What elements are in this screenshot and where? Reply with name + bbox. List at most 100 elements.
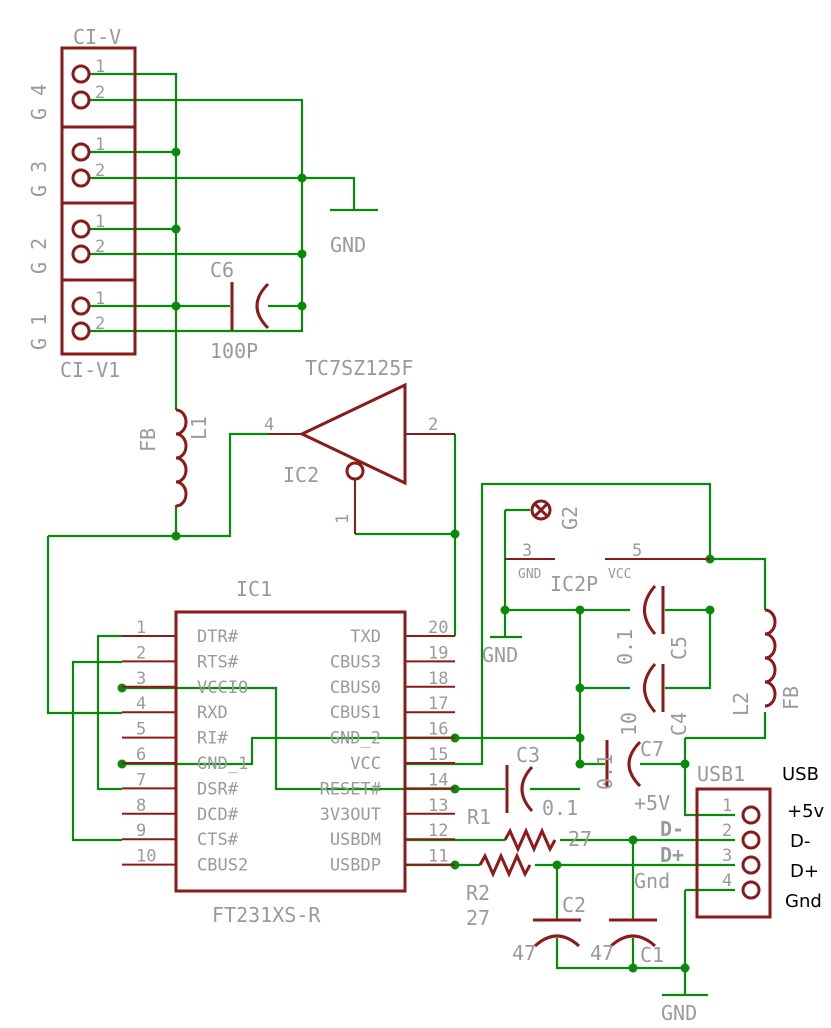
- r1-name: R1: [467, 805, 491, 829]
- c1-name: C1: [640, 943, 664, 967]
- group-label: G 4: [27, 84, 51, 120]
- usb-legend-5v: +5v: [787, 801, 825, 822]
- g2-circle: [530, 499, 552, 521]
- pin-pad: [71, 142, 91, 162]
- wire-dtr-dsr: [96, 634, 122, 791]
- ci-v-label: CI-V: [73, 25, 121, 49]
- c3-name: C3: [516, 743, 540, 767]
- usb-pin-num: 2: [722, 821, 732, 841]
- c5-plate-curved: [643, 585, 657, 635]
- ic2p-vcc-label: VCC: [608, 567, 631, 582]
- capacitor-c3: C3 0.1: [505, 743, 578, 820]
- wire-l2-bottom: [685, 712, 767, 740]
- junction: [680, 963, 690, 973]
- c5-name: C5: [667, 636, 691, 660]
- c3-value: 0.1: [542, 796, 578, 820]
- ic2p-gnd-pin-num: 3: [522, 541, 532, 561]
- ic2p-vcc-pin-num: 5: [632, 541, 642, 561]
- gnd-label-bottom: GND: [661, 1001, 697, 1025]
- g2-cross: [533, 502, 549, 518]
- ic1-pin-number: 2: [136, 643, 146, 663]
- usb-pin-pad: [741, 855, 761, 875]
- r2-name: R2: [466, 881, 490, 905]
- ic1-pin-number: 15: [428, 745, 448, 765]
- ic1-pin-number: 19: [428, 643, 448, 663]
- c2-name: C2: [562, 893, 586, 917]
- c6-value: 100P: [210, 339, 258, 363]
- junction: [297, 173, 307, 183]
- capacitor-c2: C2 47: [512, 893, 586, 965]
- wire-c4-right: [665, 610, 712, 690]
- ic1-pin-number: 20: [428, 618, 448, 638]
- c7-plate-curved: [627, 740, 642, 788]
- junction: [171, 147, 181, 157]
- g2-label: G2: [558, 506, 582, 530]
- pin-pad: [71, 168, 91, 188]
- c1-value: 47: [590, 941, 614, 965]
- ci-v1-label: CI-V1: [60, 358, 120, 382]
- ic1-pin-number: 12: [428, 821, 448, 841]
- ic2-name: IC2: [283, 463, 319, 487]
- ic1-pin-number: 8: [136, 796, 146, 816]
- r2-zigzag: [478, 852, 532, 878]
- ic1-pin-number: 5: [136, 720, 146, 740]
- ic1-pin-number: 13: [428, 796, 448, 816]
- group-label: G 2: [27, 238, 51, 274]
- ic2-oe-bubble: [345, 461, 365, 481]
- pin-number: 1: [95, 289, 105, 309]
- r2-value: 27: [466, 906, 490, 930]
- pin-pad: [71, 90, 91, 110]
- pin-pad: [71, 296, 91, 316]
- usb-net-5v: +5V: [634, 791, 670, 815]
- junction: [171, 301, 181, 311]
- wire-vcc: [405, 482, 712, 766]
- c1-plate-curved: [609, 934, 657, 948]
- l1-value: FB: [136, 428, 160, 452]
- junction: [575, 733, 585, 743]
- ic1-pin-name: CBUS2: [197, 856, 248, 876]
- ic2-triangle: [298, 382, 407, 486]
- ic1-pin-name: CBUS0: [330, 678, 381, 698]
- inductor-l1: FB L1: [136, 408, 211, 508]
- usb-legend-dplus: D+: [790, 861, 819, 882]
- usb-pin-pad: [741, 880, 761, 900]
- wire-g3-pin2-gnd: [88, 176, 356, 210]
- g2-marker: G2: [530, 499, 582, 530]
- ci-v-connector: CI-V CI-V1 1 2 1 2 1 2 1 2 G 4 G 3 G 2 G…: [27, 25, 137, 382]
- wire-pin1-bus: [88, 72, 178, 410]
- pin-number: 2: [95, 83, 105, 103]
- ic1-part: FT231XS-R: [212, 903, 321, 927]
- ic1-pin-name: RESET#: [320, 779, 382, 799]
- ic2p-gnd-symbol-label: GND: [482, 643, 518, 667]
- usb1-name: USB1: [697, 762, 745, 786]
- ic1-pin-name: DCD#: [197, 805, 239, 825]
- resistor-r1: R1 27: [467, 805, 592, 853]
- ic1-pin-name: 3V3OUT: [320, 805, 381, 825]
- ic1-pin-number: 3: [136, 669, 146, 689]
- wire-l1-to-ic2-in: [48, 432, 268, 538]
- junction: [450, 529, 460, 539]
- usb-net-gnd: Gnd: [634, 869, 670, 893]
- ic1-pin-name: TXD: [350, 627, 381, 647]
- ic1-pin-number: 1: [136, 618, 146, 638]
- junction: [117, 683, 127, 693]
- junction: [575, 683, 585, 693]
- ic1-pin-number: 18: [428, 669, 448, 689]
- ic1-pin-number: 4: [136, 694, 146, 714]
- ic2p-power: 3 GND 5 VCC IC2P GND: [482, 541, 710, 667]
- ic1-pin-name: USBDM: [330, 830, 381, 850]
- c2-plate-curved: [533, 934, 581, 948]
- pin-pad: [71, 244, 91, 264]
- pin-pad: [71, 64, 91, 84]
- pin-number: 2: [95, 161, 105, 181]
- usb-pin-num: 1: [722, 796, 732, 816]
- group-label: G 1: [27, 314, 51, 350]
- ic2p-name: IC2P: [550, 572, 598, 596]
- junction: [171, 224, 181, 234]
- l1-coil: [175, 408, 188, 508]
- ic1-name: IC1: [236, 577, 272, 601]
- usb-pin-num: 3: [722, 846, 732, 866]
- ic1-right-pins: 20TXD19CBUS318CBUS017CBUS116GND_215VCC14…: [320, 618, 455, 876]
- ci-v-body: [60, 46, 137, 356]
